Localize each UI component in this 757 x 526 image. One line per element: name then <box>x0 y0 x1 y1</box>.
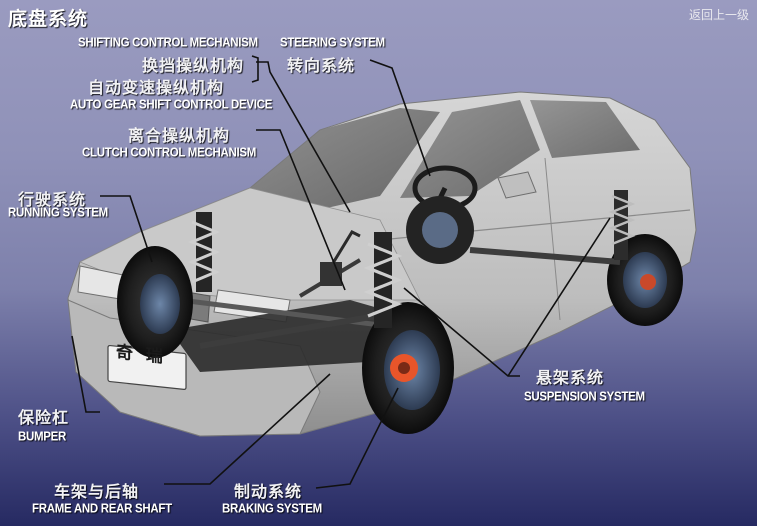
windshield <box>250 108 440 214</box>
label-frame-en: FRAME AND REAR SHAFT <box>32 502 172 516</box>
leader-bumper <box>71 335 100 413</box>
label-shifting-control-cn: 换挡操纵机构 <box>142 58 245 75</box>
license-plate-text: 奇 瑞 <box>116 342 167 367</box>
side-window-rear <box>530 100 640 158</box>
mirror <box>497 171 537 199</box>
rear-axle <box>469 247 621 265</box>
leader-clutch <box>256 129 346 291</box>
leader-lines <box>71 59 611 489</box>
page-title: 底盘系统 <box>8 9 89 30</box>
label-bumper-cn: 保险杠 <box>18 410 70 427</box>
label-shifting-control-en: SHIFTING CONTROL MECHANISM <box>78 36 258 50</box>
label-suspension-cn: 悬架系统 <box>536 370 605 387</box>
leader-suspension-b <box>507 217 611 377</box>
leader-frame <box>164 373 331 485</box>
front-left-strut <box>188 212 220 292</box>
leader-steering <box>369 59 431 177</box>
shifting-bracket <box>251 55 259 83</box>
label-running-en: RUNNING SYSTEM <box>8 206 108 220</box>
label-auto-gear-cn: 自动变速操纵机构 <box>88 80 225 97</box>
label-braking-en: BRAKING SYSTEM <box>222 502 322 516</box>
side-window-front <box>400 100 540 198</box>
label-braking-cn: 制动系统 <box>234 484 303 501</box>
label-frame-cn: 车架与后轴 <box>54 484 140 501</box>
leader-running <box>100 195 153 263</box>
front-right-strut <box>363 232 403 328</box>
steering-assembly <box>406 165 478 264</box>
front-left-wheel <box>117 246 193 358</box>
label-steering-en: STEERING SYSTEM <box>280 36 385 50</box>
label-bumper-en: BUMPER <box>18 430 67 444</box>
back-link[interactable]: 返回上一级 <box>688 8 749 22</box>
label-running-cn: 行驶系统 <box>18 192 87 209</box>
label-auto-gear-en: AUTO GEAR SHIFT CONTROL DEVICE <box>70 98 273 112</box>
leader-shifting <box>256 61 351 213</box>
front-right-wheel <box>362 302 454 434</box>
label-clutch-cn: 离合操纵机构 <box>128 128 231 145</box>
label-suspension-en: SUSPENSION SYSTEM <box>524 390 645 404</box>
label-clutch-en: CLUTCH CONTROL MECHANISM <box>82 146 257 160</box>
label-steering-cn: 转向系统 <box>287 58 356 75</box>
leader-braking <box>315 387 399 489</box>
door-seam <box>544 157 561 321</box>
rear-strut <box>608 190 636 260</box>
